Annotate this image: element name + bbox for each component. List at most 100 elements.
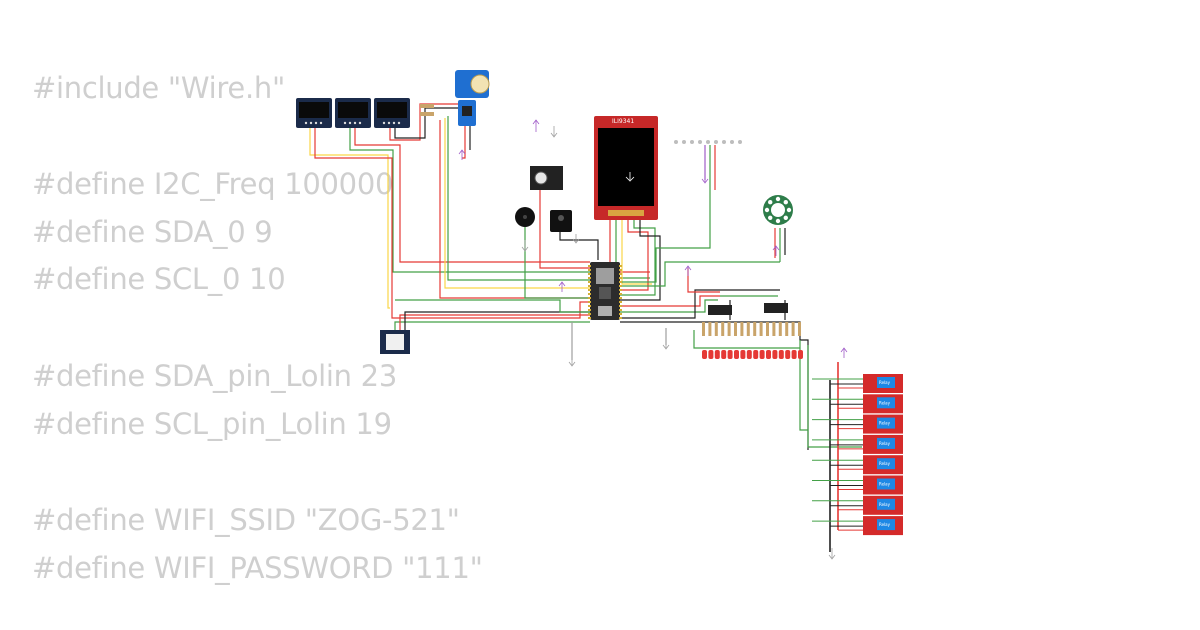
code-line-i2c-freq: #define I2C_Freq 100000	[32, 167, 394, 201]
wire-green-mid	[447, 116, 590, 281]
wire-tft-4	[620, 218, 649, 291]
resistor	[714, 322, 718, 336]
led	[791, 350, 797, 359]
header-pins	[674, 140, 742, 144]
resistor	[772, 322, 776, 336]
relay-module: Relay	[863, 374, 903, 393]
sensor-module	[380, 330, 410, 354]
led	[708, 350, 714, 359]
resistor	[420, 104, 434, 108]
relay-label: Relay	[879, 421, 891, 426]
wires	[309, 103, 862, 552]
neopixel	[775, 218, 781, 224]
rtc-module	[420, 70, 490, 126]
neopixel	[775, 196, 781, 202]
resistor	[785, 322, 789, 336]
wire-sensor-black	[404, 311, 590, 330]
relay-feed-wires	[812, 378, 863, 531]
header-pin	[690, 140, 694, 144]
resistor	[791, 322, 795, 336]
esp32-board	[588, 262, 622, 320]
neopixel	[783, 215, 788, 220]
resistor-row	[702, 322, 801, 336]
code-line-scl-lolin: #define SCL_pin_Lolin 19	[32, 407, 392, 441]
rotary-encoder	[530, 166, 563, 190]
wire-joystick	[539, 190, 590, 269]
code-line-wifi-password: #define WIFI_PASSWORD "111"	[32, 551, 483, 585]
relay-label: Relay	[879, 502, 891, 507]
oled-display	[335, 98, 371, 128]
wire-green-to-relays	[799, 340, 808, 431]
wire-tft-5	[620, 218, 656, 296]
code-line-scl0: #define SCL_0 10	[32, 262, 286, 296]
resistor	[702, 322, 705, 336]
wire-sr-black	[620, 289, 780, 319]
relay-label: Relay	[879, 482, 891, 487]
resistor	[734, 322, 737, 336]
neopixel	[783, 200, 788, 205]
tft-display: ILI9341	[594, 116, 658, 220]
wire-sr-red	[620, 295, 720, 307]
resistor	[778, 322, 782, 336]
led	[772, 350, 778, 359]
probe-markers	[458, 119, 848, 560]
wire-oled-green	[349, 128, 590, 273]
neopixel	[764, 207, 770, 213]
led	[759, 350, 765, 359]
led	[714, 350, 720, 359]
resistor	[746, 322, 750, 336]
oled-display	[374, 98, 410, 128]
led	[746, 350, 752, 359]
wire-red-up	[687, 268, 720, 293]
tft-label: ILI9341	[612, 118, 634, 125]
wire-relay-bus-green	[807, 345, 862, 448]
relay-label: Relay	[879, 441, 891, 446]
neopixel-ring	[763, 195, 793, 225]
wire-oled-rtc-black	[394, 107, 458, 139]
code-line-wifi-ssid: #define WIFI_SSID "ZOG-521"	[32, 503, 460, 537]
led	[702, 350, 707, 359]
code-line-include: #include "Wire.h"	[32, 71, 285, 105]
header-pin	[674, 140, 678, 144]
relay-label: Relay	[879, 522, 891, 527]
header-pin	[714, 140, 718, 144]
resistor	[798, 322, 801, 336]
wire-red-long	[314, 128, 590, 319]
code-line-sda0: #define SDA_0 9	[32, 215, 273, 249]
relay-label: Relay	[879, 461, 891, 466]
oled-displays	[296, 98, 410, 128]
led	[753, 350, 759, 359]
wire-leds-green	[693, 330, 800, 349]
resistor	[740, 322, 744, 336]
wire-sensor-red	[399, 314, 590, 330]
neopixel	[768, 200, 773, 205]
wire-red-mid	[439, 120, 590, 299]
relay-module: Relay	[863, 394, 903, 414]
led-row	[702, 350, 803, 359]
resistor	[766, 322, 769, 336]
header-pin	[722, 140, 726, 144]
relay-module: Relay	[863, 414, 903, 434]
shift-registers	[708, 303, 788, 315]
led	[734, 350, 739, 359]
wire-yellow-mid	[444, 118, 590, 289]
resistor	[420, 112, 434, 116]
header-pin	[730, 140, 734, 144]
wire-header-green	[620, 145, 711, 283]
neopixel	[786, 207, 792, 213]
resistor	[721, 322, 725, 336]
relay-module: Relay	[863, 475, 903, 495]
wire-tft-3	[621, 218, 652, 285]
wire-ring-to-board	[620, 261, 780, 287]
wire-green-low	[395, 299, 590, 313]
ir-receiver	[550, 210, 572, 232]
resistor	[708, 322, 712, 336]
resistor	[759, 322, 763, 336]
wire-ground-rail	[620, 321, 809, 450]
wire-sr-green	[620, 299, 718, 313]
relay-module: Relay	[863, 455, 903, 475]
relay-label: Relay	[879, 400, 891, 405]
led	[766, 350, 771, 359]
